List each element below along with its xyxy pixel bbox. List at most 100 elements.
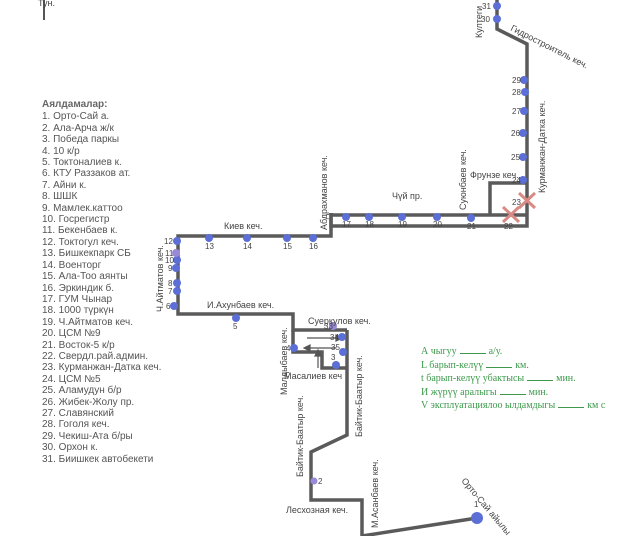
stop-marker[interactable] — [329, 322, 337, 330]
stop-number: 20 — [433, 220, 442, 229]
stop-marker[interactable] — [519, 176, 527, 184]
parameter-unit: а/у. — [488, 346, 503, 357]
street-baitik-baatyr-2: Байтик-Баатыр кеч. — [295, 395, 305, 477]
parameter-line: А чыгуу а/у. — [421, 345, 605, 359]
stop-marker[interactable] — [339, 348, 347, 356]
legend-item: 30. Орхон к. — [42, 442, 98, 454]
stop-marker[interactable] — [493, 2, 501, 10]
stop-number: 6 — [166, 302, 171, 311]
parameter-blank[interactable] — [486, 366, 513, 368]
street-baitik-baatyr-1: Байтик-Баатыр кеч. — [354, 355, 364, 437]
stop-number: 31 — [482, 2, 491, 11]
stop-marker[interactable] — [338, 333, 346, 341]
street-kultegin: Култеги — [474, 6, 484, 38]
street-chuy: Чүй пр. — [392, 191, 422, 201]
legend-item: 17. ГУМ Чынар — [42, 293, 113, 305]
stop-number: 21 — [467, 222, 476, 231]
legend-item: 28. Гоголя кеч. — [42, 419, 110, 431]
stop-marker[interactable] — [519, 153, 527, 161]
parameter-blank[interactable] — [499, 393, 526, 395]
parameter-blank[interactable] — [527, 380, 554, 382]
stop-number: 3 — [331, 353, 336, 362]
parameter-unit: мин. — [528, 386, 549, 398]
legend-item: 23. Курманжан-Датка кеч. — [42, 362, 162, 374]
parameter-blank[interactable] — [459, 353, 486, 354]
stop-number: 14 — [243, 242, 252, 251]
stop-marker[interactable] — [521, 88, 529, 96]
stop-marker[interactable] — [310, 477, 318, 485]
street-aitmatov: Ч.Айтматов кеч. — [155, 245, 165, 312]
stop-marker[interactable] — [205, 234, 213, 242]
parameter-unit: км с — [587, 400, 606, 412]
stop-number: 35 — [331, 343, 340, 352]
legend-item: 27. Славянский — [42, 407, 114, 419]
legend-item: 26. Жибек-Жолу пр. — [42, 396, 135, 408]
stop-number: 30 — [481, 15, 490, 24]
stop-marker[interactable] — [172, 249, 180, 257]
stop-marker[interactable] — [332, 361, 340, 369]
legend-item: 14. Военторг — [42, 259, 102, 271]
legend-item: 13. Бишкекпарк СБ — [42, 248, 131, 260]
stop-marker[interactable] — [173, 287, 181, 295]
stop-number: 15 — [283, 242, 292, 251]
stop-marker[interactable] — [173, 256, 181, 264]
street-suyunbaev: Суюнбаев кеч. — [458, 149, 468, 210]
legend-item: 22. Свердл.рай.админ. — [42, 350, 149, 362]
stop-number: 5 — [233, 322, 238, 331]
parameter-label: И жүрүү аралыгы — [421, 386, 497, 398]
stop-number: 12 — [164, 237, 173, 246]
stop-marker[interactable] — [493, 15, 501, 23]
stop-marker[interactable] — [342, 213, 350, 221]
stop-number: 17 — [342, 220, 351, 229]
parameter-label: L барып-келүү — [421, 359, 484, 371]
stop-number: 27 — [512, 107, 521, 116]
stop-marker[interactable] — [173, 237, 181, 245]
parameter-unit: мин. — [556, 373, 576, 385]
stop-marker[interactable] — [232, 314, 240, 322]
stop-number: 2 — [318, 477, 323, 486]
stop-number: 28 — [512, 88, 521, 97]
parameter-blank[interactable] — [558, 407, 585, 409]
parameter-label: А чыгуу — [421, 346, 457, 357]
legend-item: 16. Эркиндик б. — [42, 282, 114, 294]
stop-number: 11 — [165, 249, 174, 258]
stop-number: 13 — [205, 242, 214, 251]
stop-marker[interactable] — [309, 234, 317, 242]
stop-marker[interactable] — [172, 264, 180, 272]
legend-item: 2. Ала-Арча ж/к — [42, 122, 114, 134]
stop-number: 26 — [511, 129, 520, 138]
legend-item: 15. Ала-Тоо аянты — [42, 271, 128, 283]
stop-marker[interactable] — [471, 512, 483, 524]
stops-legend: Аялдамалар: 1. Орто-Сай а.2. Ала-Арча ж/… — [42, 99, 161, 465]
legend-item: 24. ЦСМ №5 — [42, 373, 101, 385]
legend-item: 5. Токтоналиев к. — [42, 157, 122, 169]
stop-marker[interactable] — [290, 344, 298, 352]
stop-marker[interactable] — [433, 213, 441, 221]
direction-arrows — [302, 334, 344, 368]
stop-marker[interactable] — [170, 302, 178, 310]
legend-title: Аялдамалар: — [42, 99, 108, 110]
street-abdrahmanov: Абдрахманов кеч. — [319, 155, 329, 230]
legend-item: 1. Орто-Сай а. — [42, 111, 110, 123]
legend-item: 25. Аламудун б/р — [42, 385, 122, 397]
legend-item: 11. Бекенбаев к. — [42, 225, 118, 237]
stop-marker[interactable] — [520, 76, 528, 84]
legend-item: 31. Биишкек автобекети — [42, 453, 154, 465]
stop-marker[interactable] — [467, 214, 475, 222]
stop-marker[interactable] — [283, 234, 291, 242]
stop-number: 24 — [512, 176, 521, 185]
legend-item: 4. 10 к/р — [42, 145, 80, 157]
stop-marker[interactable] — [520, 107, 528, 115]
street-suerkulov: Суеркулов кеч. — [308, 316, 371, 326]
street-kurmanjan-datka: Курманжан-Датка кеч. — [537, 101, 547, 193]
legend-item: 19. Ч.Айтматов кеч. — [42, 316, 134, 328]
stop-marker[interactable] — [243, 234, 251, 242]
legend-item: 18. 1000 түркүн — [42, 305, 114, 317]
stop-marker[interactable] — [173, 279, 181, 287]
stop-marker[interactable] — [365, 213, 373, 221]
stop-marker[interactable] — [398, 213, 406, 221]
stop-marker[interactable] — [519, 129, 527, 137]
